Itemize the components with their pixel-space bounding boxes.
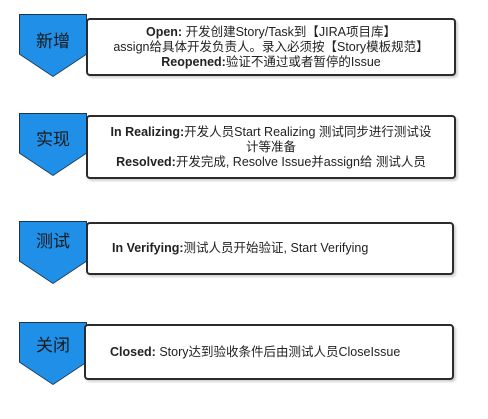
stage-label-test: 测试 — [36, 232, 70, 251]
description-line: 计等准备 — [245, 139, 296, 154]
description-line: Closed: Story达到验收条件后由测试人员CloseIssue — [110, 344, 401, 359]
description-line: In Realizing:开发人员Start Realizing 测试同步进行测… — [110, 124, 432, 139]
description-line: Reopened:验证不通过或者暂停的Issue — [161, 54, 381, 69]
stage-description-test: In Verifying:测试人员开始验证, Start Verifying — [86, 222, 454, 275]
description-line: Open: 开发创建Story/Task到【JIRA项目库】 — [145, 24, 397, 39]
stage-label-implement: 实现 — [36, 130, 70, 149]
stage-description-implement: In Realizing:开发人员Start Realizing 测试同步进行测… — [86, 115, 456, 179]
stage-description-new: Open: 开发创建Story/Task到【JIRA项目库】 assign给具体… — [86, 18, 456, 76]
stage-description-close: Closed: Story达到验收条件后由测试人员CloseIssue — [84, 324, 454, 380]
stage-label-close: 关闭 — [36, 336, 70, 355]
description-line: assign给具体开发负责人。录入必须按【Story模板规范】 — [113, 39, 429, 54]
stage-label-new: 新增 — [36, 32, 70, 51]
description-line: In Verifying:测试人员开始验证, Start Verifying — [112, 241, 369, 255]
description-line: Resolved:开发完成, Resolve Issue并assign给 测试人… — [116, 154, 426, 169]
